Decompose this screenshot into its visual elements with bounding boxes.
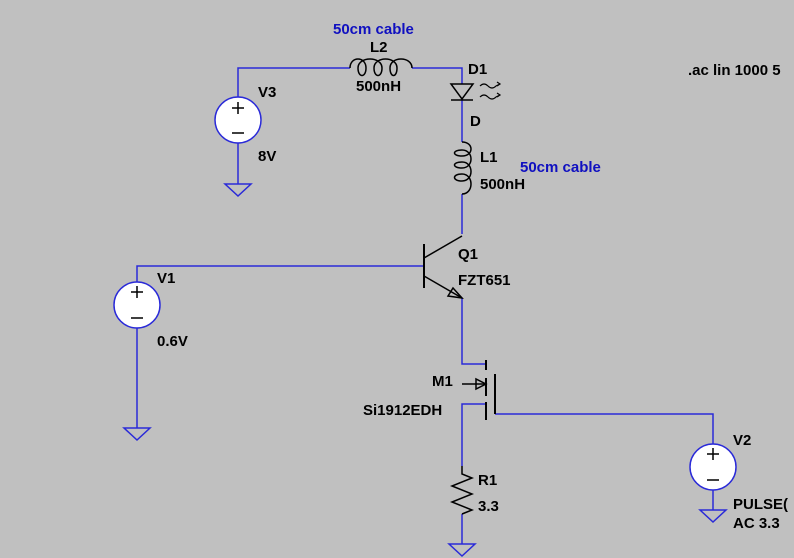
ground-symbol-r1 bbox=[447, 543, 477, 558]
transistor-q1[interactable] bbox=[423, 235, 464, 300]
v1-name-label: V1 bbox=[157, 270, 175, 287]
voltage-source-v2[interactable] bbox=[689, 443, 737, 491]
wire-v1-q1[interactable] bbox=[136, 265, 424, 282]
wire-m1-r1[interactable] bbox=[461, 403, 486, 466]
light-emission-arrow-icon bbox=[479, 81, 502, 89]
v2-value-line1: PULSE( bbox=[733, 496, 788, 513]
d1-value-label: D bbox=[470, 113, 481, 130]
light-emission-arrow-icon bbox=[479, 92, 502, 100]
l2-note-label: 50cm cable bbox=[333, 21, 414, 38]
v3-value-label: 8V bbox=[258, 148, 276, 165]
d1-name-label: D1 bbox=[468, 61, 487, 78]
v2-name-label: V2 bbox=[733, 432, 751, 449]
v1-value-label: 0.6V bbox=[157, 333, 188, 350]
v3-name-label: V3 bbox=[258, 84, 276, 101]
mosfet-m1[interactable] bbox=[462, 360, 496, 420]
ground-symbol-v3 bbox=[223, 183, 253, 198]
resistor-r1[interactable] bbox=[449, 466, 475, 515]
wires bbox=[136, 67, 714, 544]
voltage-source-v3[interactable] bbox=[214, 96, 262, 144]
l2-name-label: L2 bbox=[370, 39, 388, 56]
l2-value-label: 500nH bbox=[356, 78, 401, 95]
v2-value-line2: AC 3.3 bbox=[733, 515, 780, 532]
l1-name-label: L1 bbox=[480, 149, 498, 166]
l1-note-label: 50cm cable bbox=[520, 159, 601, 176]
m1-name-label: M1 bbox=[432, 373, 453, 390]
r1-value-label: 3.3 bbox=[478, 498, 499, 515]
wire-l2-d1[interactable] bbox=[412, 67, 463, 84]
wire-v3-l2[interactable] bbox=[237, 67, 350, 97]
inductor-l2[interactable] bbox=[349, 58, 413, 77]
q1-name-label: Q1 bbox=[458, 246, 478, 263]
ground-symbol-v2 bbox=[698, 509, 728, 524]
voltage-source-v1[interactable] bbox=[113, 281, 161, 329]
led-d1[interactable] bbox=[449, 81, 502, 101]
ground-symbol-v1 bbox=[122, 427, 152, 442]
q1-value-label: FZT651 bbox=[458, 272, 511, 289]
wire-q1-m1[interactable] bbox=[461, 298, 486, 365]
spice-directive[interactable]: .ac lin 1000 5 bbox=[688, 62, 781, 79]
wire-m1-v2[interactable] bbox=[495, 413, 714, 444]
r1-name-label: R1 bbox=[478, 472, 497, 489]
inductor-l1[interactable] bbox=[453, 141, 472, 195]
l1-value-label: 500nH bbox=[480, 176, 525, 193]
m1-value-label: Si1912EDH bbox=[363, 402, 442, 419]
